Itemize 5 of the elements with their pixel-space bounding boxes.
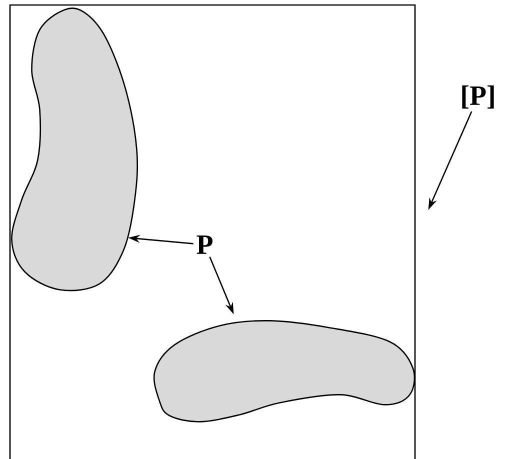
label: P [196, 236, 212, 254]
blob-shape [11, 8, 138, 292]
frame [9, 4, 416, 459]
blob-shape [153, 320, 416, 422]
label: [P] [462, 85, 494, 109]
